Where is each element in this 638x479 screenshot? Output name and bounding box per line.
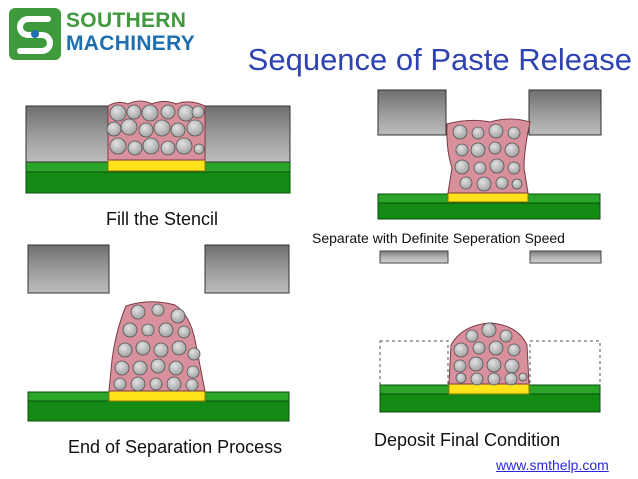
separation-bar-left — [379, 250, 449, 264]
stencil-left — [377, 89, 447, 136]
stencil-left — [27, 244, 110, 294]
paste — [446, 118, 531, 194]
pad — [108, 390, 206, 402]
logo-text-line2: MACHINERY — [66, 32, 196, 55]
board — [379, 392, 601, 413]
board — [27, 399, 290, 422]
stencil-right — [204, 244, 290, 294]
logo-text-line1: SOUTHERN — [66, 9, 187, 32]
solder-balls — [106, 104, 205, 156]
board — [377, 201, 601, 220]
stencil-left — [25, 105, 109, 163]
panel-fill-stencil — [25, 100, 291, 194]
separation-bar-right — [529, 250, 602, 264]
southern-machinery-logo-icon — [9, 8, 61, 60]
panel-deposit-final — [379, 322, 601, 413]
panel-end-separation — [27, 244, 290, 422]
stencil-left-outline — [379, 340, 449, 386]
caption-fill-stencil: Fill the Stencil — [106, 209, 219, 229]
page-title: Sequence of Paste Release — [247, 42, 632, 77]
solder-balls — [452, 123, 523, 192]
pad — [107, 159, 206, 172]
stencil-right — [204, 105, 291, 163]
caption-separate: Separate with Definite Seperation Speed — [312, 230, 565, 246]
pad — [447, 192, 529, 203]
solder-balls — [113, 303, 201, 392]
footer-url-link[interactable]: www.smthelp.com — [496, 457, 609, 473]
solder-balls — [453, 322, 528, 386]
caption-deposit-final: Deposit Final Condition — [374, 430, 561, 450]
stencil-right-outline — [529, 340, 601, 386]
panel-separate — [377, 89, 602, 264]
board — [25, 170, 291, 194]
pad — [448, 383, 530, 395]
stencil-right — [528, 89, 602, 136]
caption-end-separation: End of Separation Process — [68, 437, 283, 457]
